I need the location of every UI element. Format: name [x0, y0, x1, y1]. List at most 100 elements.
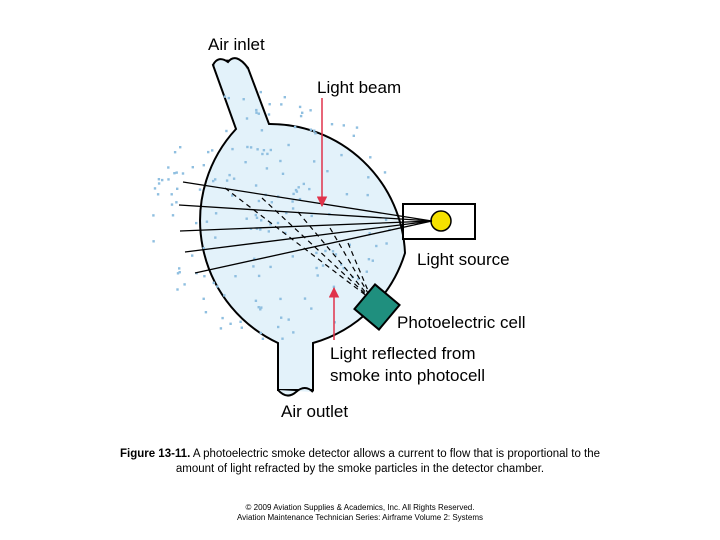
smoke-particle [255, 108, 258, 112]
smoke-particle [204, 311, 208, 314]
smoke-particle [246, 145, 249, 149]
smoke-particle [229, 322, 232, 325]
smoke-particle [157, 178, 161, 181]
smoke-particle [259, 228, 262, 231]
smoke-particle [255, 216, 259, 219]
smoke-particle [268, 103, 271, 106]
smoke-particle [171, 214, 175, 217]
smoke-particle [212, 281, 215, 285]
smoke-particle [232, 177, 236, 180]
smoke-particle [219, 327, 223, 330]
reflected-light-rays [224, 187, 373, 301]
smoke-particle [221, 316, 224, 320]
smoke-particle [279, 159, 282, 163]
smoke-particle [178, 267, 181, 270]
smoke-particle [385, 242, 388, 245]
smoke-particle [176, 187, 179, 190]
smoke-particle [259, 308, 262, 311]
smoke-particle [293, 125, 297, 129]
smoke-particle [257, 112, 260, 115]
smoke-particle [223, 95, 227, 98]
smoke-particle [348, 243, 351, 246]
smoke-particle [214, 178, 217, 181]
smoke-particle [334, 253, 338, 256]
smoke-particle [257, 274, 261, 278]
smoke-particle [292, 331, 295, 334]
smoke-particle [375, 244, 378, 248]
smoke-particle [234, 275, 237, 278]
smoke-particle [223, 294, 226, 297]
smoke-particle [181, 172, 185, 175]
smoke-particle [277, 325, 280, 329]
smoke-particle [242, 98, 245, 101]
smoke-particle [260, 219, 263, 222]
smoke-particle [212, 179, 215, 183]
smoke-particle [183, 283, 186, 286]
smoke-particle [260, 129, 264, 132]
smoke-particle [252, 265, 255, 268]
smoke-particle [254, 184, 258, 187]
smoke-particle [245, 117, 249, 120]
smoke-particle [340, 263, 343, 266]
smoke-particle [315, 266, 318, 270]
smoke-particle [161, 178, 164, 182]
smoke-particle [254, 213, 257, 217]
smoke-particle [255, 227, 259, 230]
air-inlet-label: Air inlet [208, 35, 265, 54]
smoke-particle [152, 214, 155, 217]
smoke-particle [298, 197, 302, 201]
smoke-particle [191, 166, 194, 169]
smoke-particle [205, 220, 209, 223]
smoke-particle [152, 240, 155, 243]
smoke-particle [326, 170, 329, 173]
smoke-particle [202, 297, 205, 300]
smoke-particle [167, 178, 170, 181]
smoke-particle [257, 199, 261, 203]
smoke-particle [191, 254, 194, 257]
smoke-particle [261, 152, 264, 156]
smoke-particle [214, 236, 217, 239]
smoke-particle [291, 200, 294, 203]
smoke-particle [299, 114, 303, 118]
smoke-particle [365, 270, 368, 273]
smoke-particle [231, 147, 234, 151]
smoke-particle [202, 247, 205, 250]
smoke-particle [195, 221, 198, 225]
smoke-particle [267, 230, 270, 233]
smoke-particle [313, 160, 316, 163]
smoke-particle [342, 124, 345, 127]
smoke-particle [342, 266, 345, 270]
smoke-particle [309, 109, 312, 112]
photoelectric-cell [353, 283, 401, 331]
smoke-particle [203, 275, 206, 278]
smoke-particle [291, 207, 295, 210]
smoke-particle [340, 153, 343, 157]
smoke-particle [302, 182, 305, 186]
smoke-particle [207, 150, 210, 154]
smoke-particle [179, 146, 182, 149]
smoke-particle [173, 172, 176, 175]
smoke-particle [225, 179, 229, 182]
smoke-particle [287, 318, 290, 321]
smoke-particle [281, 337, 284, 340]
light-source-bulb [430, 210, 452, 232]
smoke-particle [253, 257, 256, 260]
smoke-particle [231, 194, 234, 197]
figure-number: Figure 13-11. [119, 448, 191, 460]
smoke-particle [255, 111, 258, 114]
smoke-particle [240, 326, 243, 329]
smoke-particle [262, 149, 266, 152]
smoke-particle [257, 306, 260, 309]
smoke-particle [225, 129, 228, 133]
smoke-particle [301, 111, 304, 114]
smoke-particle [173, 151, 177, 154]
smoke-particle [176, 288, 179, 291]
smoke-particle [308, 187, 311, 191]
smoke-particle [170, 193, 173, 196]
smoke-particle [355, 126, 359, 129]
smoke-particle [259, 331, 262, 335]
photoelectric-cell-label: Photoelectric cell [397, 313, 526, 332]
smoke-particle [256, 148, 259, 151]
smoke-particle [157, 182, 161, 185]
